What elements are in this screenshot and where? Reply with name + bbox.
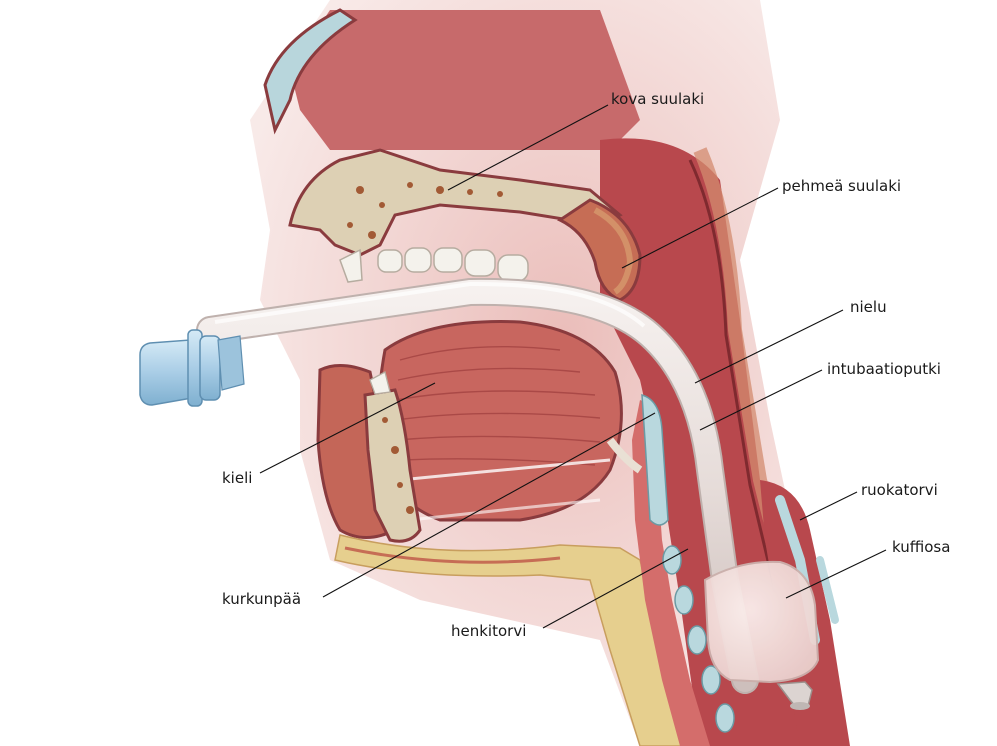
label-trachea: henkitorvi xyxy=(451,622,526,640)
leader-esophagus xyxy=(800,492,857,520)
tube-connector xyxy=(140,330,244,406)
label-tongue: kieli xyxy=(222,469,252,487)
label-esophagus: ruokatorvi xyxy=(861,481,938,499)
nasal-cavity xyxy=(265,10,640,150)
label-hard-palate: kova suulaki xyxy=(611,90,704,108)
tongue xyxy=(379,322,622,520)
label-cuff: kuffiosa xyxy=(892,538,950,556)
label-intubation-tube: intubaatioputki xyxy=(827,360,941,378)
label-larynx: kurkunpää xyxy=(222,590,301,608)
label-soft-palate: pehmeä suulaki xyxy=(782,177,901,195)
label-pharynx: nielu xyxy=(850,298,887,316)
